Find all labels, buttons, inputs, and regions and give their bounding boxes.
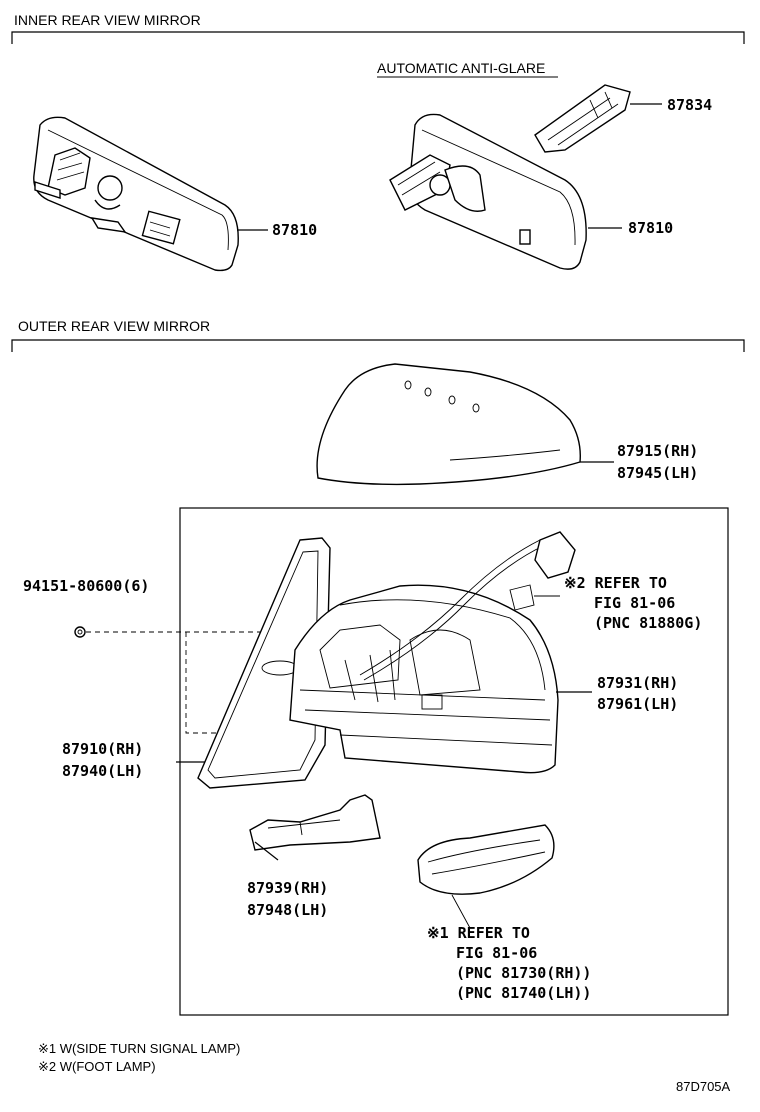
part-number-87931: 87931(RH) (597, 674, 678, 692)
ref2-line1: ※2 REFER TO (564, 574, 667, 592)
inner-mirror-anti-glare (389, 84, 631, 270)
footnote-2: ※2 W(FOOT LAMP) (38, 1059, 156, 1074)
ref1-line2: FIG 81-06 (456, 944, 537, 962)
part-number-87810-right: 87810 (628, 219, 673, 237)
mirror-body (289, 531, 576, 774)
inner-mirror-standard (33, 116, 239, 272)
part-number-87915: 87915(RH) (617, 442, 698, 460)
section-title-outer: OUTER REAR VIEW MIRROR (18, 318, 210, 334)
label-auto-anti-glare: AUTOMATIC ANTI-GLARE (377, 60, 545, 76)
ref1-line4: (PNC 81740(LH)) (456, 984, 591, 1002)
outer-mirror-cover (316, 363, 581, 486)
part-number-87810-left: 87810 (272, 221, 317, 239)
part-number-94151: 94151-80600(6) (23, 577, 149, 595)
leader-87939 (254, 841, 279, 861)
lower-cover (249, 794, 381, 851)
leader-ref1 (451, 894, 471, 929)
ref1-line3: (PNC 81730(RH)) (456, 964, 591, 982)
figure-id: 87D705A (676, 1079, 731, 1094)
turn-signal-lamp (417, 824, 555, 895)
part-number-87940: 87940(LH) (62, 762, 143, 780)
section-bracket-outer (11, 339, 745, 352)
part-number-87961: 87961(LH) (597, 695, 678, 713)
part-number-87945: 87945(LH) (617, 464, 698, 482)
ref2-line3: (PNC 81880G) (594, 614, 702, 632)
leader-94151-dashed (185, 632, 225, 734)
section-bracket-inner (11, 31, 745, 44)
ref2-line2: FIG 81-06 (594, 594, 675, 612)
part-number-87834: 87834 (667, 96, 712, 114)
section-title-inner: INNER REAR VIEW MIRROR (14, 12, 201, 28)
screw-icon (74, 626, 86, 638)
part-number-87948: 87948(LH) (247, 901, 328, 919)
footnote-1: ※1 W(SIDE TURN SIGNAL LAMP) (38, 1041, 240, 1056)
part-number-87939: 87939(RH) (247, 879, 328, 897)
part-number-87910: 87910(RH) (62, 740, 143, 758)
ref1-line1: ※1 REFER TO (427, 924, 530, 942)
mirror-glass (197, 537, 331, 789)
